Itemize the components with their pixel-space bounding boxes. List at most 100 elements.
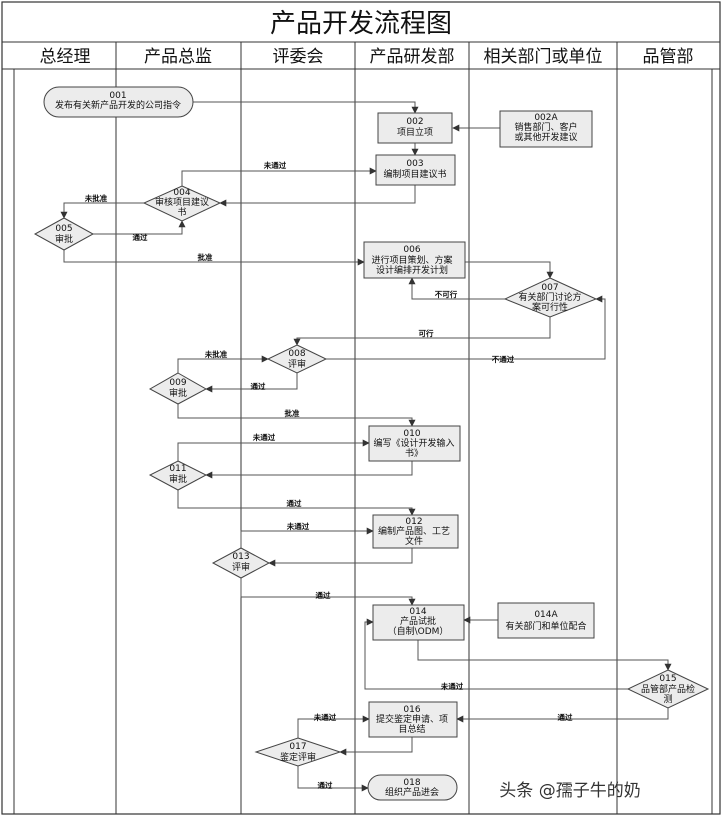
edge-label-004-005: 未批准 bbox=[85, 193, 108, 203]
watermark-text: 头条 @孺子牛的奶 bbox=[499, 781, 640, 801]
node-007-id: 007 bbox=[541, 283, 558, 293]
node-009-decision bbox=[148, 372, 208, 405]
node-002a-box bbox=[499, 110, 593, 148]
node-001-terminator bbox=[43, 86, 194, 118]
node-014a-box bbox=[497, 602, 595, 639]
node-011-id: 011 bbox=[169, 464, 186, 474]
edge-label-003-004: 未通过 bbox=[264, 160, 287, 170]
node-018-terminator bbox=[367, 774, 458, 801]
lane-header-quality-department: 品管部 bbox=[643, 47, 694, 67]
node-013-id: 013 bbox=[232, 552, 249, 562]
node-003-label: 编制项目建议书 bbox=[383, 168, 446, 180]
edge-015-016 bbox=[456, 708, 669, 723]
node-002-box bbox=[377, 112, 453, 144]
edge-014-015 bbox=[417, 640, 672, 671]
edge-label-007-008: 可行 bbox=[419, 328, 434, 338]
lane-header-rd-department: 产品研发部 bbox=[370, 47, 455, 67]
node-009-label: 审批 bbox=[169, 387, 187, 399]
nodes: 001 发布有关新产品开发的公司指令 002 项目立项 002A 销售部门、客户… bbox=[33, 86, 710, 801]
edge-label-008-009: 通过 bbox=[251, 381, 266, 391]
node-012-label: 编制产品图、工艺文件 bbox=[378, 525, 450, 547]
node-011-decision bbox=[148, 460, 208, 491]
node-009-id: 009 bbox=[169, 378, 186, 388]
node-012-id: 012 bbox=[405, 517, 422, 527]
node-007-label: 有关部门讨论方案可行性 bbox=[518, 291, 581, 313]
node-001-id: 001 bbox=[109, 91, 126, 101]
edge-label-017-018: 通过 bbox=[318, 780, 333, 790]
node-004-decision bbox=[142, 185, 222, 222]
node-016-id: 016 bbox=[403, 705, 420, 715]
node-014a-id: 014A bbox=[534, 610, 558, 620]
edge-label-009-010: 批准 bbox=[285, 408, 300, 418]
edge-label-005-006: 批准 bbox=[198, 252, 213, 262]
edge-001-002 bbox=[193, 101, 419, 114]
node-017-label: 鉴定评审 bbox=[280, 751, 316, 763]
edge-013-012 bbox=[240, 527, 374, 548]
edge-label-017-016: 未通过 bbox=[314, 712, 337, 722]
node-010-label: 编写《设计开发输入书》 bbox=[373, 437, 454, 459]
edge-016-017 bbox=[339, 737, 413, 756]
node-008-id: 008 bbox=[288, 349, 305, 359]
edge-labels: 未通过 未批准 通过 批准 不可行 可行 未批准 通过 不通过 批准 未通过 通… bbox=[85, 160, 573, 790]
edge-009-010 bbox=[177, 404, 416, 427]
chart-title: 产品开发流程图 bbox=[270, 9, 452, 39]
edge-label-013-012: 未通过 bbox=[287, 521, 310, 531]
edge-006-007 bbox=[465, 261, 554, 279]
node-014a-label: 有关部门和单位配合 bbox=[505, 620, 586, 632]
edge-008-009 bbox=[205, 373, 298, 393]
edge-label-011-010: 未通过 bbox=[253, 432, 276, 442]
node-015-decision bbox=[626, 669, 710, 709]
edge-013-014 bbox=[240, 578, 416, 606]
node-006-box bbox=[363, 241, 466, 279]
node-016-label: 提交鉴定申请、项目总结 bbox=[376, 713, 448, 735]
node-015-label: 品管部产品检测 bbox=[641, 683, 695, 705]
node-007-decision bbox=[503, 277, 598, 318]
node-004-label: 审核项目建议书 bbox=[155, 196, 209, 218]
node-013-decision bbox=[211, 547, 271, 579]
node-014-label: 产品试批（自制\ODM） bbox=[388, 615, 449, 637]
edge-008-009-rejected bbox=[177, 355, 269, 373]
node-005-decision bbox=[33, 217, 95, 251]
edge-011-012 bbox=[177, 490, 416, 516]
edge-012-013 bbox=[268, 548, 413, 567]
node-005-label: 审批 bbox=[55, 233, 73, 245]
node-006-label: 进行项目策划、方案设计编排开发计划 bbox=[371, 254, 452, 276]
lane-header-product-director: 产品总监 bbox=[144, 47, 212, 67]
edge-label-011-012: 通过 bbox=[287, 498, 302, 508]
edge-label-008-009-rejected: 未批准 bbox=[205, 349, 228, 359]
edge-004-005 bbox=[60, 202, 144, 219]
node-016-box bbox=[368, 701, 458, 738]
node-014-id: 014 bbox=[409, 607, 426, 617]
node-018-label: 组织产品进会 bbox=[385, 786, 439, 798]
edge-007-006 bbox=[408, 277, 505, 300]
node-002-label: 项目立项 bbox=[397, 126, 433, 138]
node-014-box bbox=[372, 604, 465, 641]
connectors bbox=[60, 101, 672, 792]
edge-label-013-014: 通过 bbox=[316, 590, 331, 600]
node-003-id: 003 bbox=[406, 159, 423, 169]
edge-004-003 bbox=[181, 167, 377, 186]
node-018-id: 018 bbox=[403, 778, 420, 788]
node-008-decision bbox=[266, 344, 328, 374]
node-008-label: 评审 bbox=[288, 358, 306, 370]
node-005-id: 005 bbox=[55, 224, 72, 234]
node-002a-id: 002A bbox=[534, 113, 558, 123]
node-015-id: 015 bbox=[659, 674, 676, 684]
edge-008-007 bbox=[326, 295, 606, 360]
edge-label-007-006: 不可行 bbox=[435, 289, 458, 299]
edge-label-008-007: 不通过 bbox=[492, 354, 515, 364]
node-010-box bbox=[368, 425, 461, 462]
node-006-id: 006 bbox=[403, 245, 420, 255]
node-013-label: 评审 bbox=[232, 561, 250, 573]
edge-015-014 bbox=[364, 618, 628, 690]
lane-header-general-manager: 总经理 bbox=[40, 47, 91, 67]
node-011-label: 审批 bbox=[169, 473, 187, 485]
node-004-id: 004 bbox=[173, 188, 190, 198]
edge-007-008 bbox=[293, 317, 551, 346]
node-010-id: 010 bbox=[403, 429, 420, 439]
edge-005-004 bbox=[93, 220, 186, 235]
node-017-id: 017 bbox=[289, 742, 306, 752]
node-002-id: 002 bbox=[406, 117, 423, 127]
